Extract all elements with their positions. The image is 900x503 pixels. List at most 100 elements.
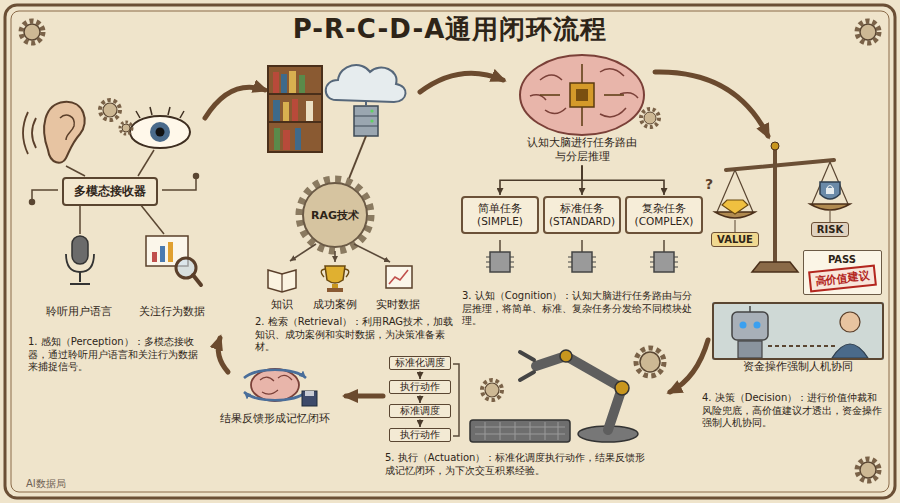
label-slot: 4. 决策（Decision）：进行价值仲裁和风险兜底，高价值建议才透出，资金操…: [702, 392, 884, 430]
label-slot: 聆听用户语言: [43, 305, 115, 318]
memory-brain: [260, 375, 292, 394]
node-text: 资金操作强制人机协同: [712, 360, 884, 374]
rag-gear: [303, 183, 367, 247]
node-text: 简单任务 (SIMPLE): [466, 202, 534, 228]
rag-gear: [299, 179, 371, 251]
server-icon: [354, 106, 378, 136]
processor-chip: [486, 240, 678, 272]
rag-gear: [299, 179, 371, 251]
robot-arm: [520, 350, 638, 442]
gem-icon: [722, 200, 748, 214]
flow-connector: [419, 419, 421, 427]
brain-icon: [540, 64, 624, 126]
brain-icon: [520, 55, 644, 135]
node-text: 标准化调度: [393, 358, 447, 368]
task-box: 简单任务 (SIMPLE): [461, 196, 539, 234]
question-mark: ?: [701, 176, 717, 193]
flow-connector: [500, 166, 582, 195]
stage-description: 1. 感知（Perception）：多模态接收器，通过聆听用户语言和关注行为数据…: [28, 336, 200, 374]
memory-loop: 结果反馈形成记忆闭环: [213, 362, 337, 426]
corner-gear: [857, 21, 879, 43]
parchment-frame: [5, 5, 895, 498]
gear-icon: [120, 122, 132, 134]
server-icon: [354, 116, 378, 126]
corner-gear: [860, 24, 876, 40]
bookshelf: [281, 74, 287, 93]
keyboard: [470, 420, 570, 442]
circuit-wire: [32, 190, 58, 200]
trophy-icon: [321, 269, 349, 277]
node-text: PASS: [809, 254, 876, 265]
cognition-brain: 认知大脑进行任务路由与分层推理: [507, 52, 657, 165]
gear-icon: [485, 383, 499, 397]
server-icon: [370, 119, 373, 122]
value-tag: VALUE: [711, 232, 759, 247]
label-slot: 关注行为数据: [136, 305, 208, 318]
retrieval-arrow: [354, 244, 390, 262]
flow-step: 执行动作: [389, 428, 451, 442]
flow-bracket: [453, 364, 459, 436]
bookshelf: [283, 130, 290, 150]
data-chart-icon: [386, 266, 412, 288]
microphone-icon: [66, 254, 94, 272]
frame-border: [712, 302, 884, 360]
loop-arrow: [218, 338, 228, 372]
collaboration-scene: [712, 302, 884, 360]
circuit-wire: [79, 204, 81, 234]
behavior-chart-icon: [168, 242, 173, 262]
label-slot: ?: [701, 176, 717, 193]
bookshelf: [306, 101, 313, 121]
node-text: 高价值建议: [814, 268, 870, 289]
gear-icon: [103, 103, 117, 117]
node-text: 认知大脑进行任务路由与分层推理: [527, 136, 637, 165]
collaboration-scene: [754, 322, 761, 329]
ear-icon: [60, 115, 74, 140]
book-icon: [268, 270, 296, 292]
rag-gear: RAG技术: [307, 201, 363, 229]
risk-tag: RISK: [811, 222, 849, 237]
gem-icon: [722, 200, 748, 214]
label-slot: 实时数据: [371, 298, 425, 311]
title-slot: P-R-C-D-A通用闭环流程: [0, 12, 900, 47]
node-text: VALUE: [717, 234, 753, 245]
collaboration-scene: [832, 344, 868, 358]
source-label: 知识: [262, 298, 302, 311]
retrieval-arrow: [290, 244, 390, 262]
balance-scale: [771, 142, 779, 150]
eye-icon: [130, 107, 190, 148]
behavior-chart-icon: [160, 246, 165, 262]
collaboration-scene: [740, 322, 747, 329]
circuit-wire: [194, 174, 199, 179]
bookshelf: [273, 100, 280, 121]
data-chart-icon: [389, 270, 408, 284]
flow-step: 标准调度: [389, 404, 451, 418]
microphone-icon: [72, 236, 88, 264]
sound-wave: [32, 118, 36, 148]
gear-icon: [641, 109, 659, 127]
behavior-chart-icon: [152, 252, 157, 262]
diagram-title: P-R-C-D-A通用闭环流程: [0, 12, 900, 47]
label-slot: 2. 检索（Retrieval）：利用RAG技术，加载知识、成功案例和实时数据，…: [255, 316, 460, 354]
bookshelf: [274, 128, 280, 150]
keyboard: [475, 422, 565, 440]
eye-icon: [136, 107, 184, 118]
book-icon: [268, 270, 296, 292]
server-icon: [348, 102, 378, 181]
processor-chip: [486, 257, 678, 267]
cloud-icon: [326, 65, 406, 102]
circuit-wire: [30, 150, 199, 234]
memory-brain: [244, 370, 306, 378]
bookshelf: [283, 102, 289, 121]
label-slot: 知识: [262, 298, 302, 311]
shield-lock-icon: [826, 188, 834, 194]
gear-icon: [482, 348, 664, 400]
ear-icon: [44, 102, 85, 163]
flow-connector: [419, 395, 421, 403]
balance-scale: [752, 262, 798, 272]
collaboration-scene: [712, 302, 884, 360]
node-text: 标准任务 (STANDARD): [548, 202, 616, 228]
stage-description: 2. 检索（Retrieval）：利用RAG技术，加载知识、成功案例和实时数据，…: [255, 316, 460, 354]
flow-bracket: [453, 364, 459, 436]
